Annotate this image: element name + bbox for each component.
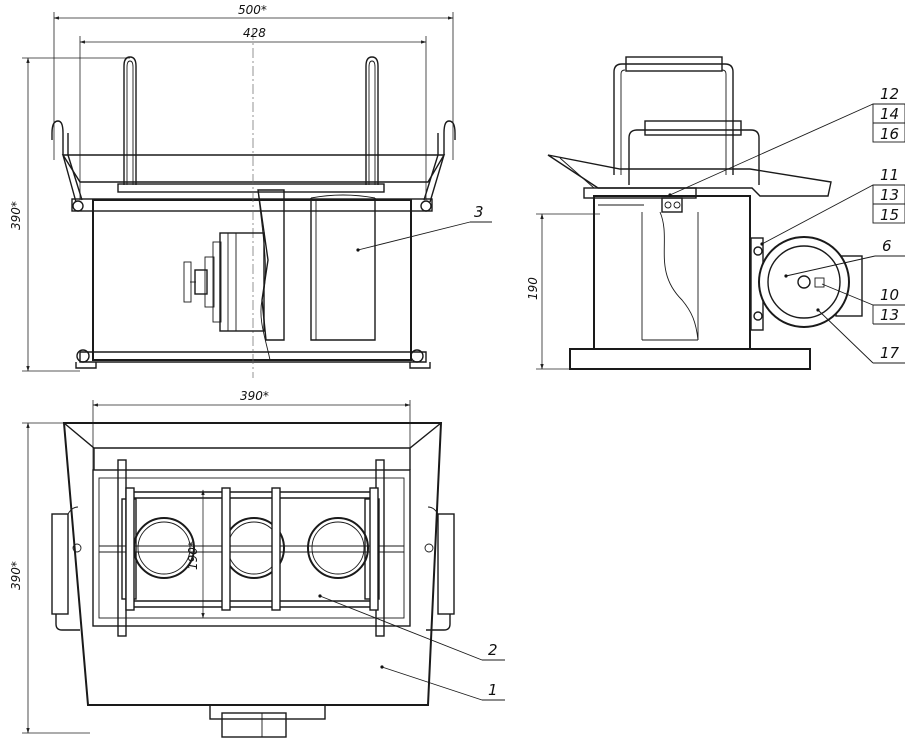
side-body: [593, 195, 751, 350]
callout-13-lower: 13: [880, 306, 899, 324]
top-separator-rods: [125, 487, 379, 611]
callout-13-upper: 13: [880, 186, 899, 204]
front-body: [92, 199, 412, 361]
dim-top-height: 390*: [9, 561, 23, 590]
front-side-hooks: [51, 120, 456, 203]
side-hopper: [547, 154, 832, 197]
callout-12: 12: [880, 85, 899, 103]
front-lifting-handles: [123, 56, 379, 185]
callout-15: 15: [880, 206, 899, 224]
dim-top-width: 390*: [240, 389, 269, 403]
side-callout-leaders: [668, 103, 905, 364]
callout-1: 1: [488, 681, 498, 699]
top-side-handles: [51, 506, 455, 631]
dim-front-height: 390*: [9, 201, 23, 230]
top-mould-rails: [99, 459, 404, 637]
front-view: 3 500* 428 390*: [9, 3, 492, 378]
front-moulds: [257, 189, 376, 361]
callout-2: 2: [488, 641, 498, 659]
top-body-inner: [92, 469, 411, 627]
front-dimension-lines: [22, 12, 454, 372]
callout-11: 11: [880, 166, 899, 184]
callout-6: 6: [882, 237, 892, 255]
callout-16: 16: [880, 125, 899, 143]
front-feet: [75, 349, 431, 369]
front-vibrator-motor: [183, 232, 265, 332]
side-vibrator-motor: [750, 236, 863, 331]
front-hopper: [61, 154, 446, 183]
front-upper-crossbar: [117, 183, 385, 193]
top-hopper-outline: [62, 422, 443, 706]
callout-10: 10: [880, 286, 899, 304]
callout-14: 14: [880, 105, 899, 123]
side-base-plate: [569, 348, 811, 370]
callout-3: 3: [474, 203, 484, 221]
top-view: 390* 390* 190*: [9, 389, 505, 738]
top-cylinder-moulds: [133, 517, 369, 579]
dim-front-width-inner: 428: [243, 26, 266, 40]
top-dimension-lines: [22, 400, 411, 734]
side-handles: [613, 56, 760, 185]
dim-side-height: 190: [526, 277, 540, 300]
side-view: 190: [526, 56, 905, 370]
dim-front-width-overall: 500*: [238, 3, 267, 17]
callout-17: 17: [880, 344, 900, 362]
top-motor-stub: [209, 704, 326, 738]
side-frame-bar: [583, 187, 697, 199]
